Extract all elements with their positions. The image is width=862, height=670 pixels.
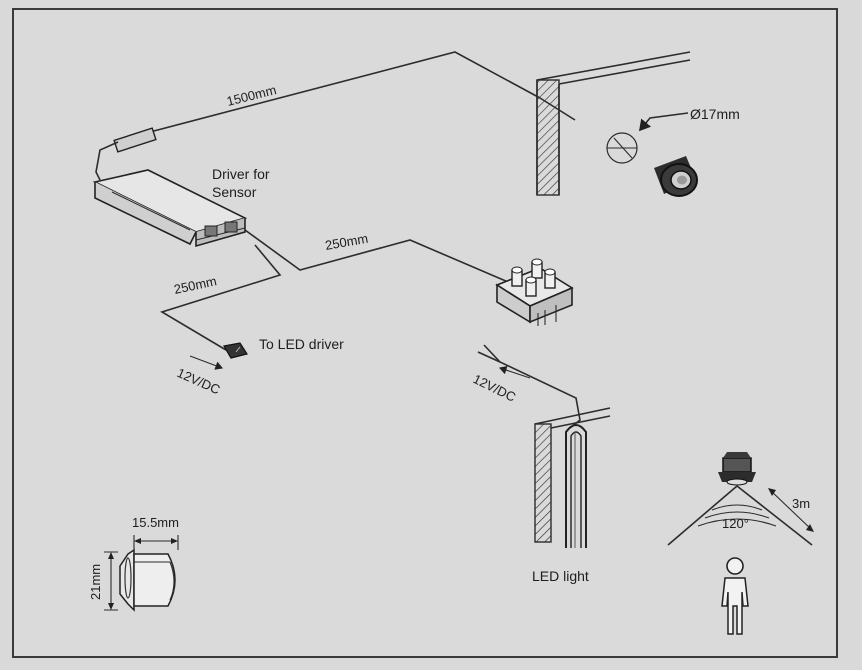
label-driver-line2: Sensor xyxy=(212,184,257,200)
label-width: 15.5mm xyxy=(132,515,179,530)
label-to-led-driver: To LED driver xyxy=(259,336,344,352)
dimension-height xyxy=(104,551,118,611)
detection-cone xyxy=(667,485,813,546)
label-voltage-right: 12V/DC xyxy=(471,371,518,404)
terminal-block-icon xyxy=(495,258,574,326)
cable-250mm-upper xyxy=(244,229,516,286)
cabinet-side-panel xyxy=(534,407,611,543)
label-distance: 3m xyxy=(792,496,810,511)
sensor-side-view-icon xyxy=(119,548,176,612)
label-voltage-left: 12V/DC xyxy=(175,365,223,397)
label-cable-250mm-lower: 250mm xyxy=(173,273,219,297)
label-driver-line1: Driver for xyxy=(212,166,270,182)
cable-250mm-lower xyxy=(160,244,282,351)
label-cable-250mm-upper: 250mm xyxy=(324,231,369,253)
cabinet-top-panel xyxy=(536,51,691,196)
connector-plug-icon xyxy=(223,342,248,359)
led-strip-icon xyxy=(565,424,587,548)
sensor-head-icon xyxy=(718,452,756,486)
diagram-frame xyxy=(12,8,838,658)
label-diameter: Ø17mm xyxy=(690,106,740,122)
mounting-hole-icon xyxy=(606,112,689,164)
voltage-arrow-left xyxy=(189,355,224,370)
driver-box-icon xyxy=(92,169,248,248)
dimension-width xyxy=(133,535,179,550)
person-icon xyxy=(721,557,749,635)
voltage-arrow-right xyxy=(498,365,531,379)
label-height: 21mm xyxy=(88,564,103,600)
inline-connector-icon xyxy=(95,127,157,181)
label-angle: 120° xyxy=(722,516,749,531)
label-led-light: LED light xyxy=(532,568,589,584)
sensor-head-icon xyxy=(654,156,698,197)
cable-1500mm xyxy=(149,51,576,133)
distance-arrow xyxy=(768,488,814,532)
